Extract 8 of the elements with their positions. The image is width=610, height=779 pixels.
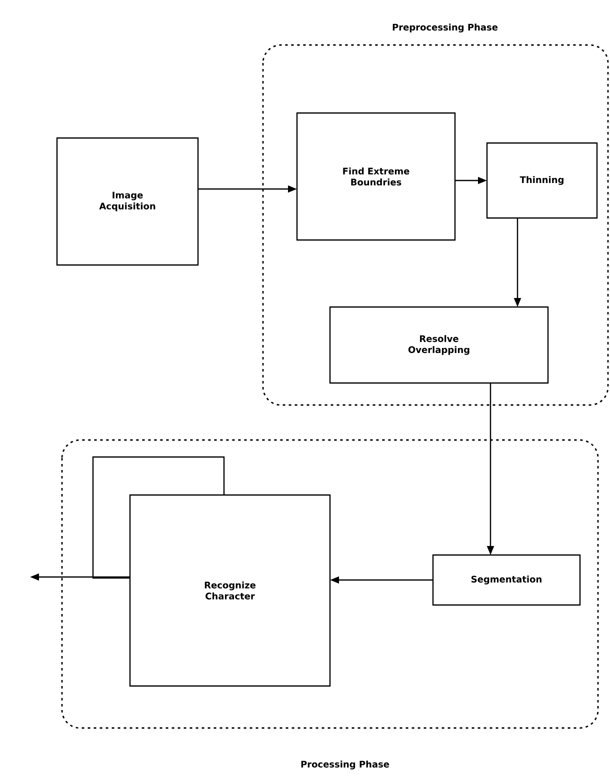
process-box: Image Acquisition <box>56 137 199 266</box>
process-box: Segmentation <box>432 554 581 606</box>
node-label: Preprocessing Phase <box>392 24 498 32</box>
process-box: Resolve Overlapping <box>329 306 549 384</box>
process-box: Find Extreme Boundries <box>296 112 456 241</box>
process-box: Thinning <box>486 142 598 219</box>
node-label: Processing Phase <box>301 760 390 770</box>
process-box: Recognize Character <box>129 494 331 687</box>
